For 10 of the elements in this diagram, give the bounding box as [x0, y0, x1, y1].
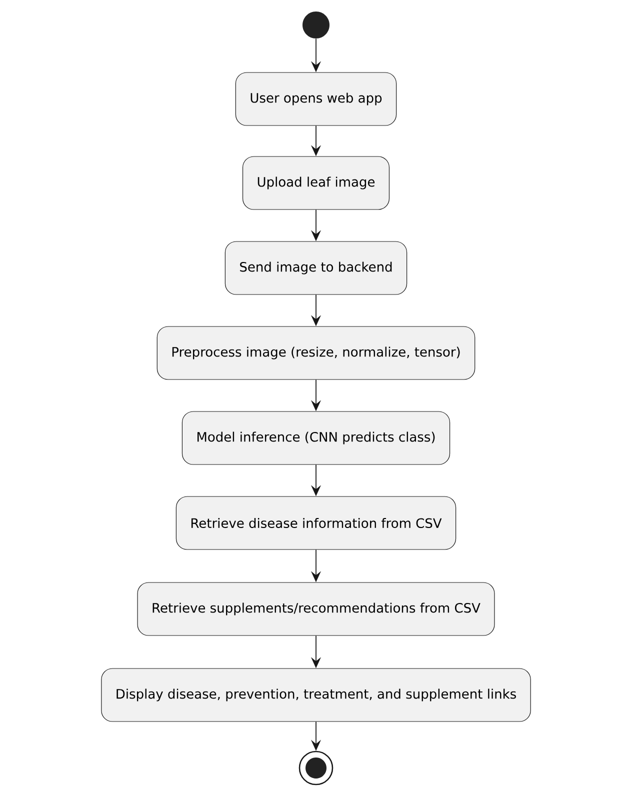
start-node — [302, 12, 330, 38]
end-node — [298, 750, 334, 786]
activity-box: Display disease, prevention, treatment, and supplement links — [101, 668, 531, 722]
activity-box: User opens web app — [235, 72, 397, 126]
activity-box: Model inference (CNN predicts class) — [182, 411, 450, 465]
activity-box: Send image to backend — [224, 241, 408, 295]
activity-box: Preprocess image (resize, normalize, tensor) — [156, 326, 476, 380]
activity-box: Retrieve supplements/recommendations from CSV — [137, 582, 495, 636]
activity-box: Upload leaf image — [242, 156, 390, 210]
activity-box: Retrieve disease information from CSV — [176, 496, 456, 550]
